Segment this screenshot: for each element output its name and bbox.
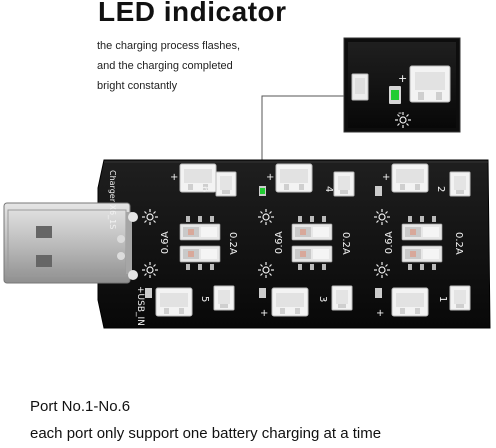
port-2-connector	[391, 163, 429, 193]
polarity-plus: +	[170, 172, 178, 183]
pointer-line	[261, 95, 344, 180]
current-label-06a: 0.6A	[274, 231, 285, 254]
switch-port-4	[291, 223, 333, 241]
description-line-1: the charging process flashes,	[97, 40, 241, 52]
charging-note-text: each port only support one battery charg…	[30, 425, 382, 442]
pcb-board	[97, 159, 491, 329]
polarity-plus: +	[260, 308, 268, 319]
board-led-icon	[260, 188, 265, 194]
port-3-small-connector	[331, 285, 353, 311]
board-model-label: Charger X6_1S	[108, 170, 117, 229]
inset-plus-label: +	[398, 72, 407, 85]
usb-plug	[3, 202, 132, 284]
port-1-connector	[391, 287, 429, 317]
switch-port-6	[179, 223, 221, 241]
switch-port-1	[401, 245, 443, 263]
port-3-connector	[271, 287, 309, 317]
port-4-small-connector	[333, 171, 355, 197]
port-4-connector	[275, 163, 313, 193]
port-number-1: 1	[437, 296, 448, 302]
switch-port-3	[291, 245, 333, 263]
polarity-plus: +	[266, 172, 274, 183]
polarity-plus: +	[382, 172, 390, 183]
port-5-small-connector	[213, 285, 235, 311]
current-label-06a: 0.6A	[160, 231, 171, 254]
current-label-06a: 0.6A	[384, 231, 395, 254]
current-label-02a: 0.2A	[227, 232, 238, 255]
switch-port-5	[179, 245, 221, 263]
description-line-3: bright constantly	[97, 80, 178, 92]
ports-range-text: Port No.1-No.6	[30, 398, 131, 415]
led-zoom-inset: + -	[343, 37, 461, 133]
current-label-02a: 0.2A	[453, 232, 464, 255]
description-line-2: and the charging completed	[97, 60, 233, 72]
port-number-5: 5	[199, 296, 210, 302]
inset-minus-label: -	[398, 106, 402, 119]
port-number-4: 4	[323, 186, 334, 192]
port-5-connector	[155, 287, 193, 317]
port-number-3: 3	[317, 296, 328, 302]
polarity-plus: +	[376, 308, 384, 319]
port-6-small-connector	[215, 171, 237, 197]
port-2-small-connector	[449, 171, 471, 197]
port-number-6: 6	[199, 186, 210, 192]
switch-port-2	[401, 223, 443, 241]
led-indicator-heading: LED indicator	[98, 0, 287, 27]
usb-in-label: +USB_IN	[135, 286, 145, 326]
port-1-small-connector	[449, 285, 471, 311]
current-label-02a: 0.2A	[340, 232, 351, 255]
port-number-2: 2	[435, 186, 446, 192]
led-green-icon	[391, 90, 399, 100]
